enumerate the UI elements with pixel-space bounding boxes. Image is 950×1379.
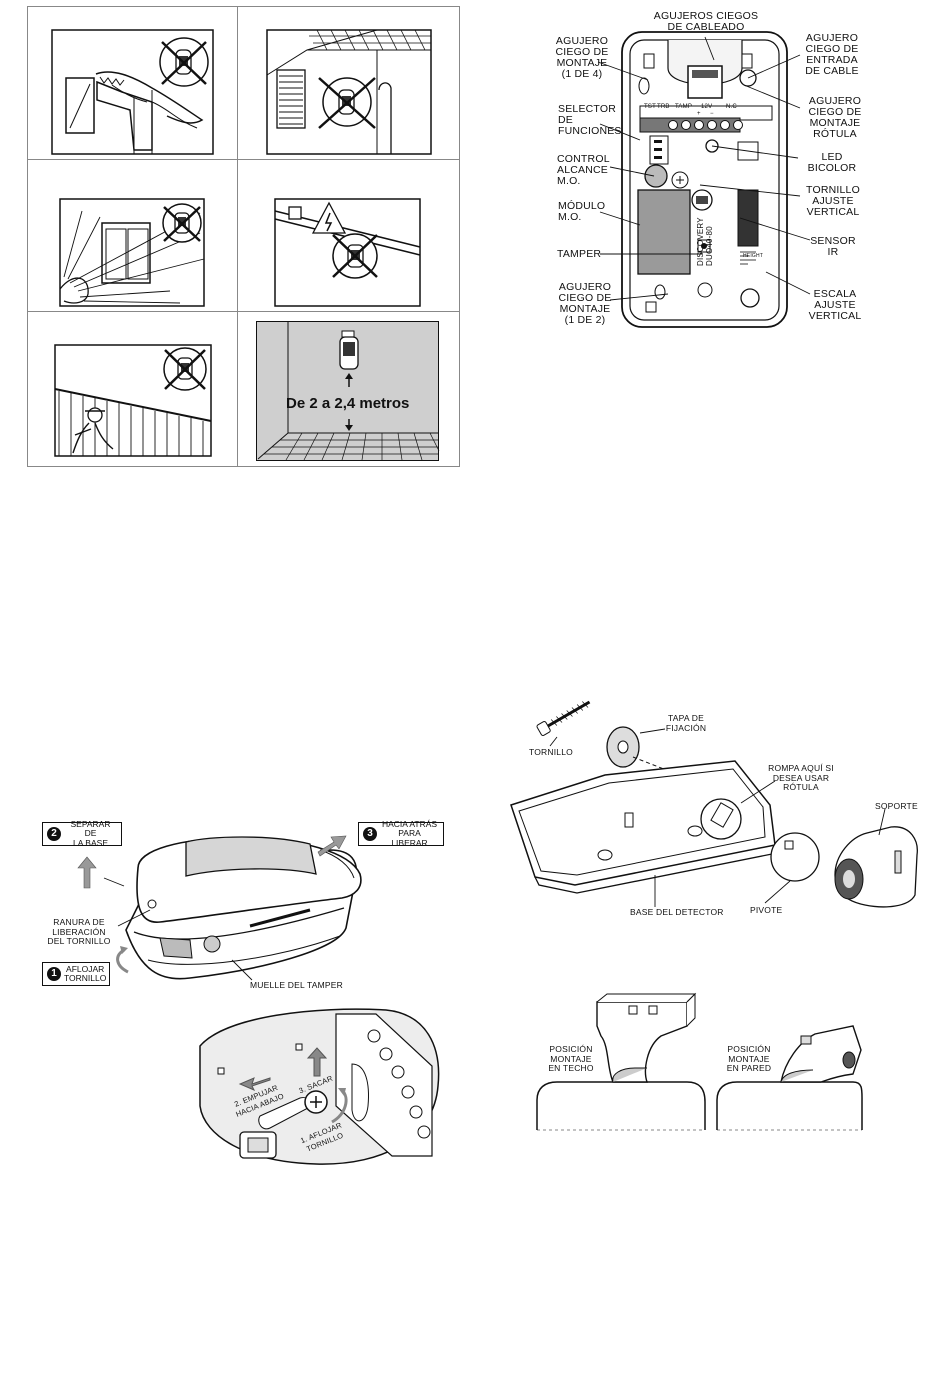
- terminal-12v: 12V: [701, 104, 713, 110]
- room-floor-illustration: [257, 321, 440, 461]
- step1-box: 1 AFLOJAR TORNILLO: [42, 962, 110, 986]
- label-ir-sensor: SENSOR IR: [810, 235, 856, 258]
- label-pivot: PIVOTE: [750, 905, 783, 915]
- mount-positions-illustration: [536, 992, 863, 1131]
- step3-text: HACIA ATRÁS PARA LIBERAR: [381, 818, 438, 848]
- label-mounting-knockout-4: AGUJERO CIEGO DE MONTAJE (1 DE 4): [555, 35, 609, 80]
- step3-box: 3 HACIA ATRÁS PARA LIBERAR: [358, 818, 444, 848]
- window-curtain-illustration: [51, 29, 214, 155]
- cell-blinds: [28, 312, 238, 466]
- screw-closeup-illustration: [199, 1008, 440, 1165]
- label-wiring-knockouts: AGUJEROS CIEGOS DE CABLEADO: [653, 10, 759, 33]
- step2-text: SEPARAR DE LA BASE: [70, 818, 111, 848]
- height-mark: HEIGHT: [743, 253, 764, 259]
- label-vertical-scale: ESCALA AJUSTE VERTICAL: [808, 288, 862, 322]
- blinds-illustration: [54, 344, 212, 457]
- placement-guidelines-grid: [27, 6, 460, 467]
- vent-corner-illustration: [266, 29, 432, 155]
- step2-box: 2 SEPARAR DE LA BASE: [42, 818, 122, 848]
- label-break-here: ROMPA AQUÍ SI DESEA USAR RÓTULA: [768, 763, 834, 792]
- detector-internal-diagram: [621, 31, 788, 328]
- label-wall-mount: POSICIÓN MONTAJE EN PARED: [726, 1044, 772, 1073]
- terminal-tamp: TAMP: [675, 104, 693, 110]
- power-line-illustration: [274, 198, 421, 307]
- step3-number: 3: [363, 827, 377, 841]
- label-function-selector: SELECTOR DE FUNCIONES: [558, 103, 622, 137]
- label-mw-range: CONTROL ALCANCE M.O.: [557, 153, 610, 187]
- terminal-trb: TRB: [657, 104, 670, 110]
- mounting-height-text: De 2 a 2,4 metros: [286, 395, 410, 412]
- removal-arrows: [77, 835, 347, 981]
- terminal-minus: −: [710, 111, 714, 117]
- label-ball-mount: AGUJERO CIEGO DE MONTAJE RÓTULA: [808, 95, 862, 140]
- label-mw-module: MÓDULO M.O.: [558, 200, 606, 223]
- cell-power-line: [238, 160, 459, 312]
- label-vertical-screw: TORNILLO AJUSTE VERTICAL: [806, 184, 860, 218]
- detector-leader-lines: [597, 36, 811, 301]
- step1-number: 1: [47, 967, 61, 981]
- label-screw: TORNILLO: [529, 747, 573, 757]
- label-led: LED BICOLOR: [807, 151, 857, 174]
- label-ceiling-mount: POSICIÓN MONTAJE EN TECHO: [548, 1044, 594, 1073]
- cell-vent-corner: [238, 7, 459, 160]
- cover-removal-illustration: [125, 836, 362, 980]
- label-mounting-knockout-2: AGUJERO CIEGO DE MONTAJE (1 DE 2): [558, 281, 612, 326]
- step2-number: 2: [47, 827, 61, 841]
- label-tamper-spring: MUELLE DEL TAMPER: [250, 980, 343, 990]
- label-fixing-cap: TAPA DE FIJACIÓN: [665, 713, 707, 733]
- label-bracket: SOPORTE: [875, 801, 918, 811]
- cell-window-curtain: [28, 7, 238, 160]
- terminal-tst: TST: [644, 104, 656, 110]
- label-cable-entry: AGUJERO CIEGO DE ENTRADA DE CABLE: [805, 32, 859, 77]
- cell-sunlight: [28, 160, 238, 312]
- label-release-slot: RANURA DE LIBERACIÓN DEL TORNILLO: [47, 917, 111, 946]
- label-detector-base: BASE DEL DETECTOR: [630, 907, 724, 917]
- detector-base-illustration: [510, 700, 918, 908]
- terminal-plus: +: [697, 111, 701, 117]
- label-tamper: TAMPER: [557, 248, 602, 260]
- terminal-nc: N.C: [726, 104, 737, 110]
- step1-text: AFLOJAR TORNILLO: [64, 963, 107, 983]
- sunlight-illustration: [59, 198, 205, 307]
